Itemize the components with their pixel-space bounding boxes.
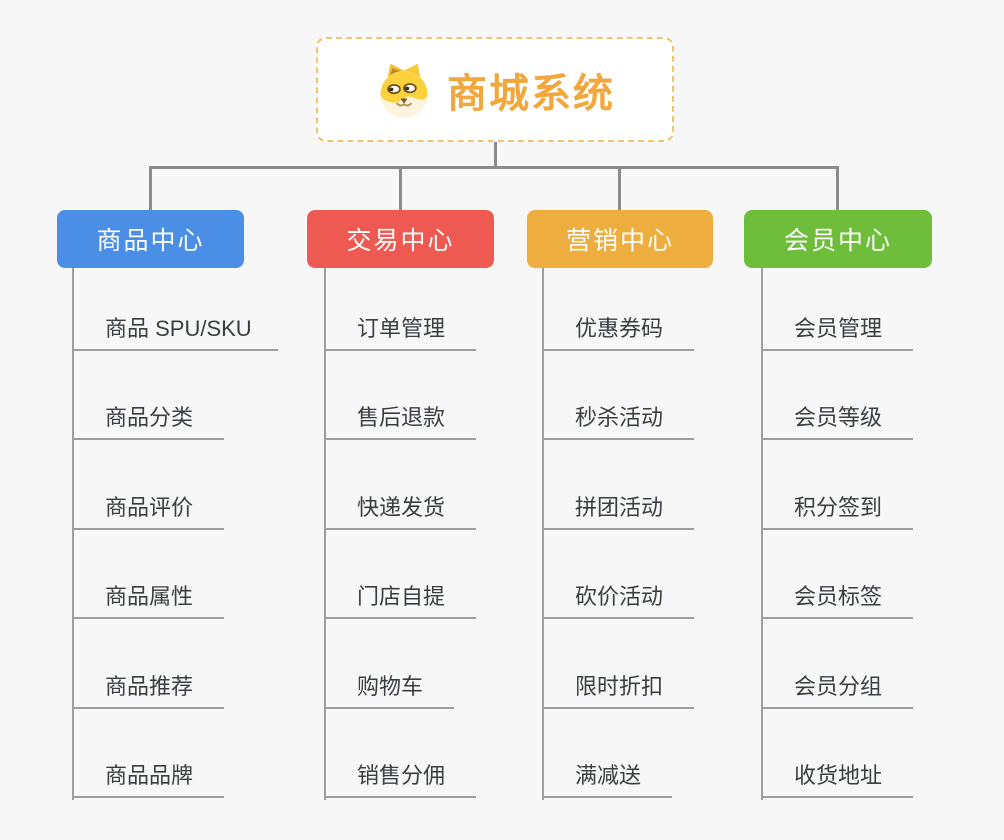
connector-drop-trade [399,166,402,210]
child-node[interactable]: 销售分佣 [324,758,476,798]
branch-node-label: 商品中心 [96,227,205,255]
child-node[interactable]: 会员管理 [761,311,913,351]
child-node-label: 订单管理 [357,316,446,341]
child-node[interactable]: 拼团活动 [542,490,694,530]
child-node[interactable]: 会员标签 [761,579,913,619]
child-node-label: 商品分类 [105,405,194,430]
child-node-label: 秒杀活动 [575,405,664,430]
branch-node-product[interactable]: 商品中心 [57,210,244,268]
branch-node-member[interactable]: 会员中心 [744,210,932,268]
branch-node-label: 交易中心 [346,227,455,255]
child-node[interactable]: 满减送 [542,758,672,798]
child-node-label: 门店自提 [357,584,446,609]
child-node[interactable]: 限时折扣 [542,669,694,709]
branch-child-line [542,268,544,800]
child-node[interactable]: 砍价活动 [542,579,694,619]
child-node-label: 会员管理 [794,316,883,341]
connector-drop-marketing [618,166,621,210]
child-node[interactable]: 会员分组 [761,669,913,709]
child-node[interactable]: 商品分类 [72,400,224,440]
root-node[interactable]: 商城系统 [316,37,674,142]
child-node[interactable]: 商品 SPU/SKU [72,311,278,351]
connector-drop-member [836,166,839,210]
root-node-label: 商城系统 [447,71,615,116]
child-node[interactable]: 商品评价 [72,490,224,530]
child-node-label: 商品推荐 [105,674,194,699]
branch-node-label: 营销中心 [565,227,674,255]
child-node-label: 销售分佣 [357,763,446,788]
child-node-label: 砍价活动 [575,584,664,609]
child-node-label: 拼团活动 [575,495,664,520]
child-node[interactable]: 商品推荐 [72,669,224,709]
branch-child-line [72,268,74,800]
branch-node-label: 会员中心 [783,227,892,255]
child-node-label: 商品评价 [105,495,194,520]
child-node-label: 商品 SPU/SKU [105,316,252,341]
child-node-label: 会员标签 [794,584,883,609]
child-node-label: 满减送 [575,763,642,788]
child-node-label: 积分签到 [794,495,883,520]
branch-node-marketing[interactable]: 营销中心 [527,210,713,268]
branch-node-trade[interactable]: 交易中心 [307,210,494,268]
child-node-label: 会员等级 [794,405,883,430]
child-node[interactable]: 积分签到 [761,490,913,530]
branch-child-line [324,268,326,800]
doge-face-icon [375,61,433,119]
child-node-label: 会员分组 [794,674,883,699]
child-node-label: 商品品牌 [105,763,194,788]
child-node[interactable]: 会员等级 [761,400,913,440]
child-node[interactable]: 商品属性 [72,579,224,619]
child-node-label: 收货地址 [794,763,883,788]
child-node[interactable]: 收货地址 [761,758,913,798]
connector-root-stem [494,142,497,168]
child-node[interactable]: 商品品牌 [72,758,224,798]
child-node-label: 商品属性 [105,584,194,609]
connector-rail [149,166,839,169]
child-node-label: 售后退款 [357,405,446,430]
child-node[interactable]: 优惠券码 [542,311,694,351]
child-node-label: 快递发货 [357,495,446,520]
branch-child-line [761,268,763,800]
child-node-label: 限时折扣 [575,674,664,699]
connector-drop-product [149,166,152,210]
child-node[interactable]: 订单管理 [324,311,476,351]
child-node-label: 优惠券码 [575,316,664,341]
child-node[interactable]: 购物车 [324,669,454,709]
child-node[interactable]: 秒杀活动 [542,400,694,440]
child-node[interactable]: 售后退款 [324,400,476,440]
child-node[interactable]: 门店自提 [324,579,476,619]
child-node[interactable]: 快递发货 [324,490,476,530]
child-node-label: 购物车 [357,674,424,699]
